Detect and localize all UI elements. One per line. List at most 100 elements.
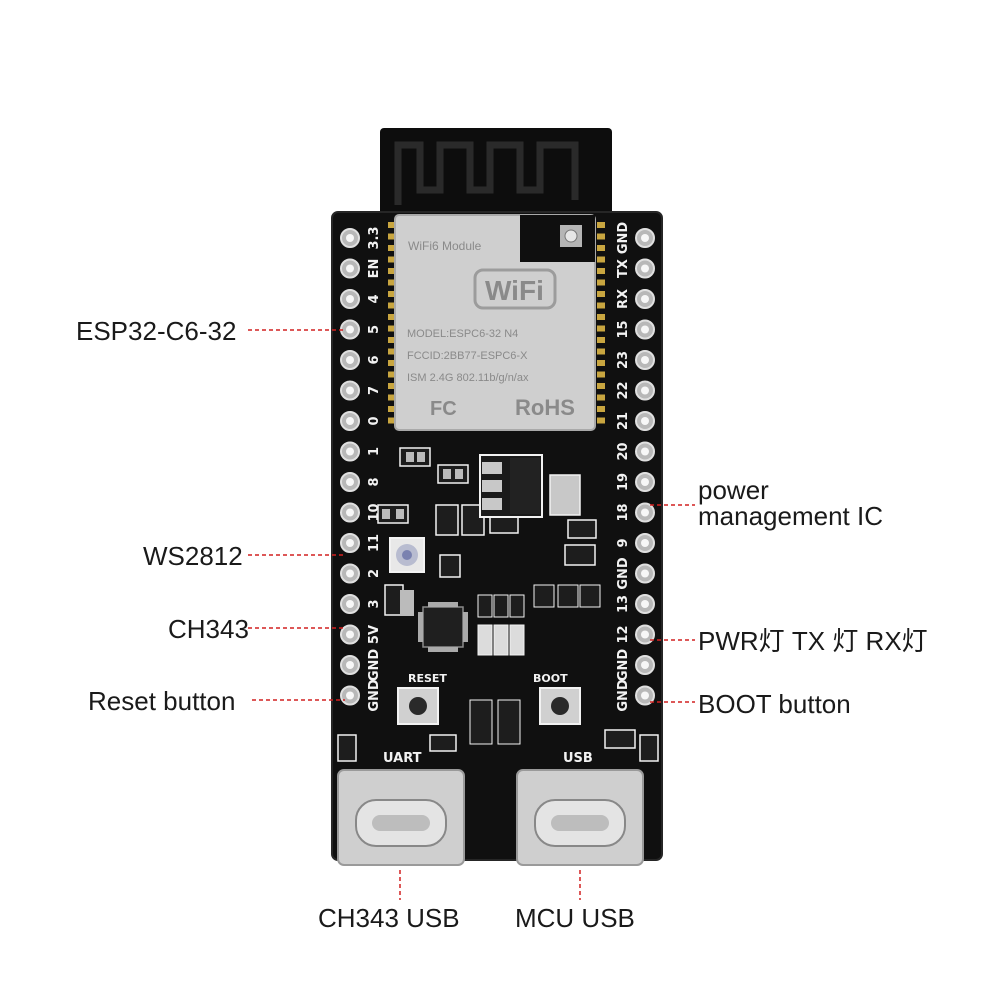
right-pin-hole <box>641 508 649 517</box>
status-leds <box>477 594 525 656</box>
castellation-pad <box>597 348 605 355</box>
right-pin-label: TX <box>616 259 631 278</box>
right-pin-label: 23 <box>616 351 631 369</box>
right-pin-hole <box>641 539 649 547</box>
annotation-power-line2: management IC <box>698 501 883 531</box>
castellation-pad <box>388 371 396 378</box>
antenna-trace <box>394 141 579 205</box>
module-ism-text: ISM 2.4G 802.11b/g/n/ax <box>407 372 529 384</box>
right-pin-hole <box>641 569 649 578</box>
annotation-module: ESP32-C6-32 <box>76 316 237 346</box>
right-pin-label: GND <box>616 557 631 590</box>
right-pin-label: 15 <box>616 320 631 338</box>
castellation-pad <box>388 325 396 332</box>
castellation-pad <box>597 245 605 251</box>
right-pin-hole <box>641 478 649 486</box>
right-pin-hole <box>641 600 649 608</box>
module-castellations <box>388 222 605 424</box>
left-pin-hole <box>346 508 354 517</box>
annotation-leds: PWR灯 TX 灯 RX灯 <box>698 626 928 656</box>
left-pin-label: 11 <box>367 534 382 552</box>
right-pin-label: 21 <box>616 412 631 430</box>
right-pin-hole <box>641 234 649 242</box>
right-pin-label: GND <box>616 222 631 255</box>
left-pin-hole <box>346 478 354 486</box>
castellation-pad <box>597 337 605 343</box>
rohs-mark: RoHS <box>515 395 575 420</box>
castellation-pad <box>388 348 396 355</box>
wifi-logo: WiFi <box>485 275 544 306</box>
castellation-pad <box>388 314 396 320</box>
boot-silkscreen: BOOT <box>533 672 568 685</box>
right-pin-hole <box>641 325 649 334</box>
left-pin-hole <box>346 386 354 395</box>
castellation-pad <box>388 233 396 240</box>
left-pin-hole <box>346 600 354 608</box>
castellation-pad <box>597 279 605 286</box>
left-pin-label: 6 <box>367 355 382 364</box>
left-pin-hole <box>346 447 354 456</box>
module-fccid-text: FCCID:2BB77-ESPC6-X <box>407 350 528 362</box>
right-pin-label: 19 <box>616 473 631 491</box>
left-pin-label: 0 <box>367 416 382 425</box>
left-pin-label: 5 <box>367 325 382 334</box>
annotation-ws2812: WS2812 <box>143 541 243 571</box>
castellation-pad <box>388 406 396 412</box>
right-pin-hole <box>641 264 649 273</box>
right-pin-label: 12 <box>616 625 631 643</box>
castellation-pad <box>597 417 605 424</box>
castellation-pad <box>388 222 396 228</box>
boot-button <box>539 687 581 725</box>
wifi-logo-frame <box>473 268 557 310</box>
left-pin-hole <box>346 569 354 578</box>
left-pin-label: GND <box>367 649 382 682</box>
right-pin-label: 22 <box>616 381 631 399</box>
castellation-pad <box>597 394 605 401</box>
castellation-pad <box>388 302 396 309</box>
left-pin-hole <box>346 325 354 334</box>
annotation-boot-button: BOOT button <box>698 689 851 719</box>
leader-lines <box>248 329 695 900</box>
annotation-ch343-usb: CH343 USB <box>318 903 460 933</box>
castellation-pad <box>597 371 605 378</box>
annotation-power-line1: power <box>698 475 769 505</box>
module-header-text: WiFi6 Module <box>408 239 482 253</box>
power-management-ic <box>479 454 581 518</box>
uart-silkscreen: UART <box>383 751 422 766</box>
left-pin-hole <box>346 264 354 273</box>
ch343-ic <box>418 602 468 652</box>
reset-button <box>397 687 439 725</box>
right-pin-hole <box>641 356 649 364</box>
right-pin-label: GND <box>616 649 631 682</box>
usb-silkscreen: USB <box>563 751 593 766</box>
annotation-mcu-usb: MCU USB <box>515 903 635 933</box>
right-pin-hole <box>641 295 649 303</box>
left-pin-label: 1 <box>367 447 382 456</box>
left-pin-hole <box>346 630 354 639</box>
castellation-pad <box>388 279 396 286</box>
castellation-pad <box>388 337 396 343</box>
ufl-connector-ring <box>564 229 578 243</box>
left-pin-hole <box>346 539 354 547</box>
castellation-pad <box>388 291 396 297</box>
castellation-pad <box>597 360 605 366</box>
castellation-pad <box>597 291 605 297</box>
left-pin-label: 3 <box>367 599 382 608</box>
left-pin-hole <box>346 356 354 364</box>
left-pin-hole <box>346 691 354 700</box>
left-pin-label: 8 <box>367 477 382 486</box>
castellation-pad <box>388 394 396 401</box>
reset-silkscreen: RESET <box>408 672 447 685</box>
annotation-ch343: CH343 <box>168 614 249 644</box>
right-pin-label: 18 <box>616 503 631 521</box>
castellation-pad <box>388 256 396 263</box>
castellation-pad <box>597 383 605 389</box>
annotation-reset-button: Reset button <box>88 686 236 716</box>
fc-mark: FC <box>430 398 457 420</box>
castellation-pad <box>597 256 605 263</box>
right-pin-hole <box>641 630 649 639</box>
right-pin-hole <box>641 417 649 425</box>
right-pin-label: GND <box>616 679 631 712</box>
